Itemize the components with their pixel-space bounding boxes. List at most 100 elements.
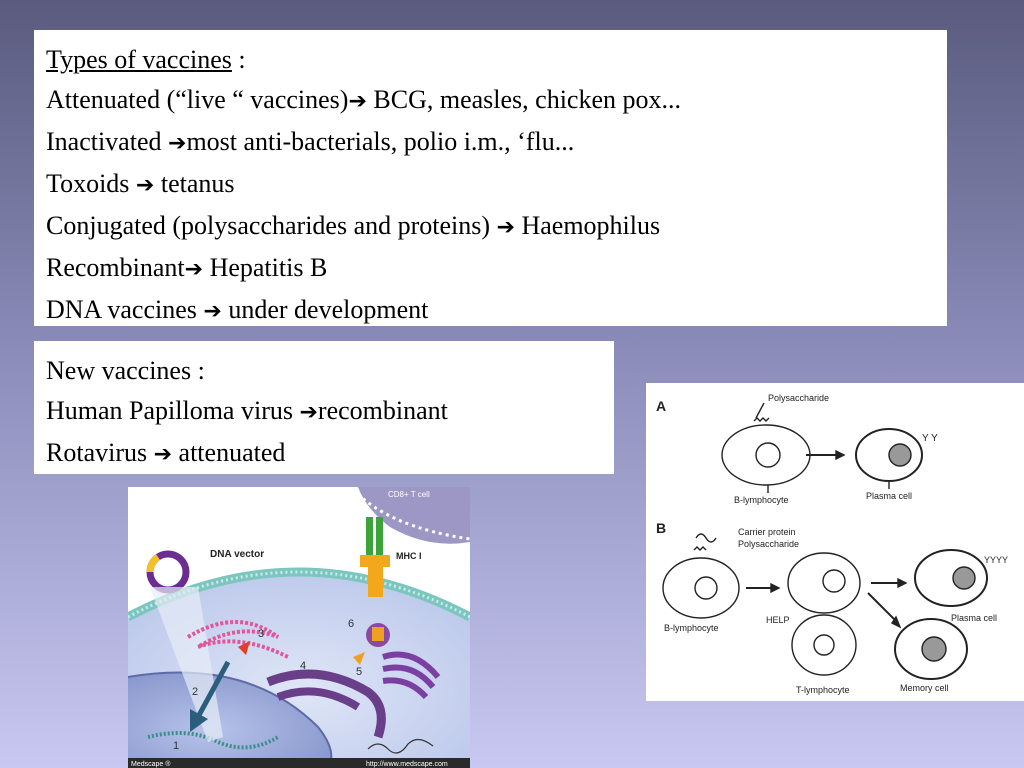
t-cell-membrane xyxy=(351,487,470,541)
golgi-1 xyxy=(382,651,441,679)
line-left: Attenuated (“live “ vaccines) xyxy=(46,85,349,114)
vaccine-types-box: Types of vaccines : Attenuated (“live “ … xyxy=(34,30,947,326)
step-number-4: 4 xyxy=(300,660,306,672)
step-number-5: 5 xyxy=(356,666,362,678)
label-a-polysaccharide: Polysaccharide xyxy=(768,393,829,403)
line-left: Rotavirus xyxy=(46,438,154,467)
step-number-1: 1 xyxy=(173,740,179,752)
label-cd8-t-cell: CD8+ T cell xyxy=(388,490,430,499)
label-memory-cell: Memory cell xyxy=(900,683,949,693)
golgi-2 xyxy=(382,664,436,689)
leader-line xyxy=(755,402,765,419)
antibody-icon: Y Y xyxy=(922,433,938,444)
label-b-carrier-protein: Carrier protein xyxy=(738,527,796,537)
b-cell-response-figure: A Polysaccharide B-lymphocyte Y Y Plasma… xyxy=(646,383,1024,701)
label-t-lymphocyte: T-lymphocyte xyxy=(796,685,850,695)
arrow-head xyxy=(835,449,846,461)
dna-vaccine-illustration: CD8+ T cell DNA vector xyxy=(128,487,470,768)
t-lymphocyte-nucleus xyxy=(813,634,835,656)
figure-footer-bar xyxy=(128,758,470,768)
types-heading: Types of vaccines xyxy=(46,45,232,74)
new-heading: New vaccines : xyxy=(46,356,205,385)
polysaccharide-chain xyxy=(693,546,707,551)
b-cell-diagram: A Polysaccharide B-lymphocyte Y Y Plasma… xyxy=(656,393,1008,695)
footer-url: http://www.medscape.com xyxy=(366,761,448,768)
step-arrow-shaft xyxy=(195,660,231,719)
b-plasma-nucleus xyxy=(952,566,976,590)
line-left: Human Papilloma virus xyxy=(46,396,300,425)
plasmid-insert xyxy=(146,554,161,573)
polysaccharide-chain xyxy=(753,417,770,422)
line-right: recombinant xyxy=(317,396,448,425)
types-line-inactivated: Inactivated ➔most anti-bacterials, polio… xyxy=(46,122,935,164)
new-line-rotavirus: Rotavirus ➔ attenuated xyxy=(46,433,602,475)
arrow-head xyxy=(897,577,908,589)
label-b-plasma-cell: Plasma cell xyxy=(951,613,997,623)
arrow-icon: ➔ xyxy=(153,442,173,467)
mrna-strand xyxy=(186,620,289,659)
peptide-cargo xyxy=(372,627,384,641)
types-line-attenuated: Attenuated (“live “ vaccines)➔ BCG, meas… xyxy=(46,80,935,122)
endoplasmic-reticulum-2 xyxy=(276,687,361,711)
arrow-icon: ➔ xyxy=(496,215,515,240)
arrow-icon: ➔ xyxy=(299,400,318,425)
arrow-icon: ➔ xyxy=(135,173,155,198)
arrow-icon: ➔ xyxy=(348,89,367,114)
peptide-fragment xyxy=(353,652,365,665)
mhc-stalk xyxy=(368,567,383,597)
panel-b-label: B xyxy=(656,520,666,536)
line-left: Recombinant xyxy=(46,253,185,282)
nuclear-envelope xyxy=(128,671,333,768)
label-help: HELP xyxy=(766,615,790,625)
label-a-plasma-cell: Plasma cell xyxy=(866,491,912,501)
types-line-conjugated: Conjugated (polysaccharides and proteins… xyxy=(46,206,935,248)
endoplasmic-reticulum xyxy=(266,669,386,739)
arrow-icon: ➔ xyxy=(184,257,204,282)
dna-vaccine-diagram: CD8+ T cell DNA vector xyxy=(128,487,470,768)
line-right: Hepatitis B xyxy=(203,253,328,282)
arrow-icon: ➔ xyxy=(203,299,222,324)
label-dna-vector: DNA vector xyxy=(210,549,264,560)
cell-membrane-dots xyxy=(128,570,470,619)
b-b-lymphocyte-cell xyxy=(662,557,740,619)
carrier-protein-shape xyxy=(695,533,717,543)
b-activated-nucleus xyxy=(822,569,846,593)
types-line-dna: DNA vaccines ➔ under development xyxy=(46,290,935,332)
step-number-6: 6 xyxy=(348,618,354,630)
label-b-polysaccharide: Polysaccharide xyxy=(738,539,799,549)
label-a-b-lymphocyte: B-lymphocyte xyxy=(734,495,789,505)
line-left: Toxoids xyxy=(46,169,136,198)
line-right: tetanus xyxy=(154,169,235,198)
footer-medscape: Medscape ® xyxy=(131,760,171,768)
artist-signature xyxy=(367,738,434,754)
antibodies-icon: YYYY xyxy=(984,555,1008,565)
nucleus xyxy=(128,672,332,768)
a-plasma-nucleus xyxy=(888,443,912,467)
protein-product xyxy=(238,641,250,655)
label-mhc-i: MHC I xyxy=(396,551,422,561)
mhc-groove xyxy=(360,555,390,567)
cd8-t-cell-shape xyxy=(358,487,470,544)
step-number-2: 2 xyxy=(192,686,198,698)
line-right: most anti-bacterials, polio i.m., ‘flu..… xyxy=(186,127,575,156)
b-activated-b-cell xyxy=(787,552,861,614)
arrow-head xyxy=(770,582,781,594)
step-number-3: 3 xyxy=(258,628,264,640)
types-line-recombinant: Recombinant➔ Hepatitis B xyxy=(46,248,935,290)
line-left: DNA vaccines xyxy=(46,295,204,324)
new-vaccines-box: New vaccines : Human Papilloma virus ➔re… xyxy=(34,341,614,474)
golgi-3 xyxy=(382,677,429,700)
a-b-lymphocyte-cell xyxy=(721,424,811,486)
line-left: Inactivated xyxy=(46,127,168,156)
panel-a-label: A xyxy=(656,398,666,414)
memory-cell xyxy=(894,618,968,680)
arrow-icon: ➔ xyxy=(168,131,187,156)
label-b-b-lymphocyte: B-lymphocyte xyxy=(664,623,719,633)
types-heading-line: Types of vaccines : xyxy=(46,40,935,80)
b-plasma-cell xyxy=(914,549,988,607)
types-line-toxoids: Toxoids ➔ tetanus xyxy=(46,164,935,206)
new-line-hpv: Human Papilloma virus ➔recombinant xyxy=(46,391,602,433)
step-arrow-head xyxy=(190,709,208,732)
b-b-lymphocyte-nucleus xyxy=(694,576,718,600)
arrow-head xyxy=(890,615,902,629)
